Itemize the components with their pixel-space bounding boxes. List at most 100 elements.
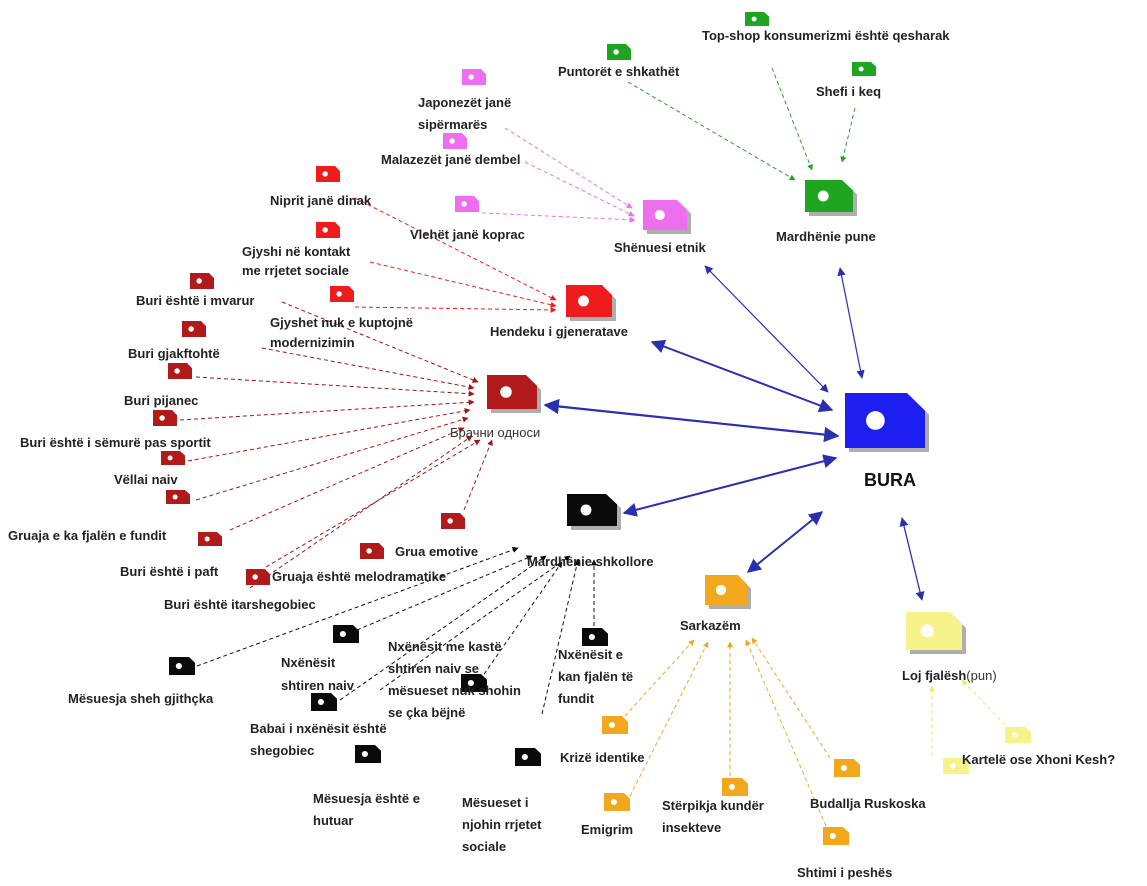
hub-node-shenuesi-etnik (643, 200, 691, 234)
leaf-node-malazezet-jane-dembel (443, 133, 467, 149)
leaf-label-buri-gjakftohte: Buri gjakftohtë (128, 346, 220, 361)
hub-node-mardhenie-shkollore (567, 494, 621, 530)
edge-buri-eshte-i-mvarur (281, 301, 479, 383)
leaf-label-malazezet-jane-dembel: Malazezët janë dembel (381, 152, 520, 167)
leaf-label-vlehet-jane-koprac: Vlehët janë koprac (410, 227, 525, 242)
edge-center-shkollore (622, 454, 838, 517)
edge-buri-eshte-itarshegobiec (249, 435, 473, 589)
edge-center-shenuesi-etnik (704, 265, 829, 393)
edge-vlehet-jane-koprac (481, 212, 636, 223)
leaf-node-top-shop-konsumerizmi-eshte-qesharak (745, 12, 769, 26)
leaf-label-shefi-i-keq: Shefi i keq (816, 84, 881, 99)
edge-buri-gjakftohte (261, 347, 475, 390)
leaf-node-grua-emotive (441, 513, 465, 529)
edge-nxenesit-me-kaste-shtiren-naiv-se-mesueset-nuk-shohin-se-cka-bejne (479, 561, 563, 681)
leaf-node-gruaja-eshte-melodramatike (360, 543, 384, 559)
edge-japonezet-jane-sipermares (504, 127, 633, 209)
hub-label-брачни-односи: Брачни односи (450, 425, 540, 440)
edge-shefi-i-keq (840, 107, 856, 163)
leaf-label-gruaja-e-ka-fjalen-e-fundit: Gruaja e ka fjalën e fundit (8, 528, 167, 543)
leaf-node-buri-eshte-i-mvarur (190, 273, 214, 289)
edge-malazezet-jane-dembel (524, 161, 635, 217)
leaf-label-buri-pijanec: Buri pijanec (124, 393, 198, 408)
edge-buri-eshte-i-paft (229, 427, 465, 531)
leaf-node-mesuesja-sheh-gjithcka (169, 657, 195, 675)
edge-kartele-ose-xhoni-kesh (961, 679, 1011, 731)
edge-niprit-jane-dinak (354, 197, 557, 301)
edge-center-hendeku (650, 339, 834, 413)
edge-gruaja-e-ka-fjalen-e-fundit (195, 416, 469, 501)
leaf-node-shefi-i-keq (852, 62, 876, 76)
edge-buri-pijanec (195, 376, 475, 397)
leaf-label-kartele-ose-xhoni-kesh: Kartelë ose Xhoni Kesh? (962, 752, 1115, 767)
leaf-label-niprit-jane-dinak: Niprit janë dinak (270, 193, 372, 208)
hub-node-loj-fjalesh (906, 612, 966, 654)
leaf-node-japonezet-jane-sipermares (462, 69, 486, 85)
leaf-label-gruaja-eshte-melodramatike: Gruaja është melodramatike (272, 569, 446, 584)
leaf-label-grua-emotive: Grua emotive (395, 544, 478, 559)
hub-label-mardhenie-shkollore: Mardhënie shkollore (527, 554, 653, 569)
leaf-node-puntoret-e-shkathet (607, 44, 631, 60)
leaf-node-budallja-ruskoska (834, 759, 860, 777)
edge-nxenesit-shtiren-naiv (356, 555, 533, 631)
leaf-node-nxenesit-e-kan-fjalen-te-fundit (582, 628, 608, 646)
edge-layer (179, 67, 1011, 827)
edge-grua-emotive (463, 439, 493, 511)
hub-label-loj-fjalesh: Loj fjalësh(pun) (902, 668, 997, 683)
leaf-node-mesuesja-eshte-e-hutuar (355, 745, 381, 763)
edge-buri-eshte-i-semure-pas-sportit (179, 399, 475, 421)
leaf-node-kartele-ose-xhoni-kesh (1005, 727, 1031, 743)
leaf-label-buri-eshte-i-paft: Buri është i paft (120, 564, 219, 579)
leaf-node-babai-i-nxenesit-eshte-shegobiec (311, 693, 337, 711)
leaf-node-niprit-jane-dinak (316, 166, 340, 182)
leaf-node-sterpikja-kunder-insekteve (722, 778, 748, 796)
leaf-label-buri-eshte-i-semure-pas-sportit: Buri është i sëmurë pas sportit (20, 435, 211, 450)
leaf-label-puntoret-e-shkathet: Puntorët e shkathët (558, 64, 680, 79)
leaf-node-nxenesit-shtiren-naiv (333, 625, 359, 643)
leaf-node-nxenesit-me-kaste-shtiren-naiv-se-mesueset-nuk-shohin-se-cka-bejne (461, 674, 487, 692)
edge-mesuesja-eshte-e-hutuar (379, 555, 571, 691)
leaf-label-mesuesja-sheh-gjithcka: Mësuesja sheh gjithçka (68, 691, 214, 706)
leaf-node-mesueset-i-njohin-rrjetet-sociale (515, 748, 541, 766)
edge-vellai-naiv (187, 408, 471, 462)
edge-gjyshi-ne-kontakt-me-rrjetet-sociale (369, 261, 557, 308)
center-label: BURA (864, 470, 916, 490)
leaf-node-buri-eshte-itarshegobiec (246, 569, 270, 585)
leaf-node-emigrim (604, 793, 630, 811)
leaf-node-shtimi-i-peshes (823, 827, 849, 845)
leaf-node-yellow-0 (943, 758, 969, 774)
edge-center-sarkazem (746, 511, 824, 573)
edge-top-shop-konsumerizmi-eshte-qesharak (771, 67, 813, 171)
edge-center-brachni (543, 398, 840, 443)
hub-label-mardhenie-pune: Mardhënie pune (776, 229, 876, 244)
leaf-node-vellai-naiv (161, 451, 185, 465)
edge-krize-identike (624, 639, 695, 717)
hub-label-hendeku-i-gjeneratave: Hendeku i gjeneratave (490, 324, 628, 339)
leaf-label-top-shop-konsumerizmi-eshte-qesharak: Top-shop konsumerizmi është qesharak (702, 28, 950, 43)
hub-label-sarkazem: Sarkazëm (680, 618, 741, 633)
hub-node-hendeku-i-gjeneratave (566, 285, 616, 321)
leaf-node-gjyshet-nuk-e-kuptojne-modernizimin (330, 286, 354, 302)
edge-mesueset-i-njohin-rrjetet-sociale (541, 559, 580, 715)
leaf-label-krize-identike: Krizë identike (560, 750, 645, 765)
edge-center-mardhenie-pune (837, 267, 865, 379)
leaf-node-buri-pijanec (168, 363, 192, 379)
leaf-node-krize-identike (602, 716, 628, 734)
leaf-label-budallja-ruskoska: Budallja Ruskoska (810, 796, 926, 811)
leaf-label-buri-eshte-i-mvarur: Buri është i mvarur (136, 293, 255, 308)
hub-node-sarkazem (705, 575, 751, 609)
node-layer (153, 12, 1031, 845)
leaf-node-buri-gjakftohte (182, 321, 206, 337)
leaf-label-emigrim: Emigrim (581, 822, 633, 837)
leaf-node-gruaja-e-ka-fjalen-e-fundit (166, 490, 190, 504)
leaf-node-buri-eshte-i-paft (198, 532, 222, 546)
leaf-node-gjyshi-ne-kontakt-me-rrjetet-sociale (316, 222, 340, 238)
leaf-node-buri-eshte-i-semure-pas-sportit (153, 410, 177, 426)
